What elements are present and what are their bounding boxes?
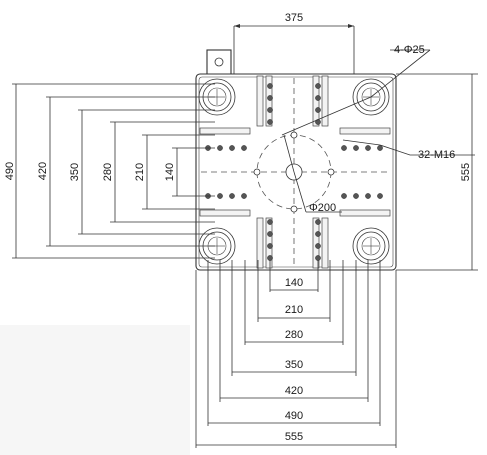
- tie-bar-bottom-right: [352, 227, 390, 265]
- leader-tie-bar: [370, 49, 431, 98]
- dim-label-left-210: 210: [134, 163, 146, 181]
- top-tab-hole: [214, 57, 224, 67]
- circle-hole-top: [290, 131, 298, 139]
- circle-hole-bottom: [290, 205, 298, 213]
- dim-label-left-350: 350: [69, 163, 81, 181]
- tie-bar-label: 4-Φ25: [394, 44, 425, 56]
- t-slot-top-right-b: [321, 75, 329, 127]
- dim-label-bottom-490: 490: [285, 410, 303, 422]
- leader-center-circle: [283, 134, 295, 173]
- thread-holes: [205, 83, 383, 261]
- center-circle-label: Φ200: [309, 202, 336, 214]
- platen-inner-outline: [198, 76, 394, 268]
- t-slot-top-right-a: [312, 75, 320, 127]
- circle-hole-left: [253, 168, 261, 176]
- t-slot-top-left-a: [256, 75, 264, 127]
- dim-label-bottom-140: 140: [285, 277, 303, 289]
- dim-label-bottom-280: 280: [285, 329, 303, 341]
- dim-label-left-280: 280: [102, 163, 114, 181]
- dim-label-left-490: 490: [4, 162, 16, 180]
- dim-top-375: [233, 24, 355, 74]
- dim-label-bottom-555: 555: [285, 431, 303, 443]
- t-slot-right-upper: [339, 127, 391, 135]
- dim-label-bottom-420: 420: [285, 385, 303, 397]
- t-slot-left-lower: [199, 209, 251, 217]
- background-panel: [0, 325, 190, 455]
- dims-bottom: [195, 260, 397, 448]
- dim-label-left-420: 420: [37, 162, 49, 180]
- t-slot-bottom-left-b: [265, 217, 273, 269]
- platen: [195, 49, 397, 271]
- dim-label-right-555: 555: [460, 163, 472, 181]
- t-slot-right-lower: [339, 209, 391, 217]
- dim-label-top-375: 375: [285, 12, 303, 24]
- tie-bar-top-left: [198, 78, 236, 116]
- t-slot-bottom-left-a: [256, 217, 264, 269]
- dim-right-555: [396, 73, 478, 271]
- dim-label-bottom-350: 350: [285, 359, 303, 371]
- thread-hole-label: 32-M16: [418, 149, 455, 161]
- circle-hole-right: [327, 168, 335, 176]
- leaders: [281, 49, 475, 213]
- dim-label-left-140: 140: [164, 163, 176, 181]
- tie-bar-bottom-left: [198, 227, 236, 265]
- t-slot-bottom-right-b: [321, 217, 329, 269]
- t-slot-top-left-b: [265, 75, 273, 127]
- dims-left: [12, 83, 215, 259]
- t-slot-bottom-right-a: [312, 217, 320, 269]
- dim-label-bottom-210: 210: [285, 304, 303, 316]
- leader-thread-holes: [342, 139, 475, 156]
- t-slot-left-upper: [199, 127, 251, 135]
